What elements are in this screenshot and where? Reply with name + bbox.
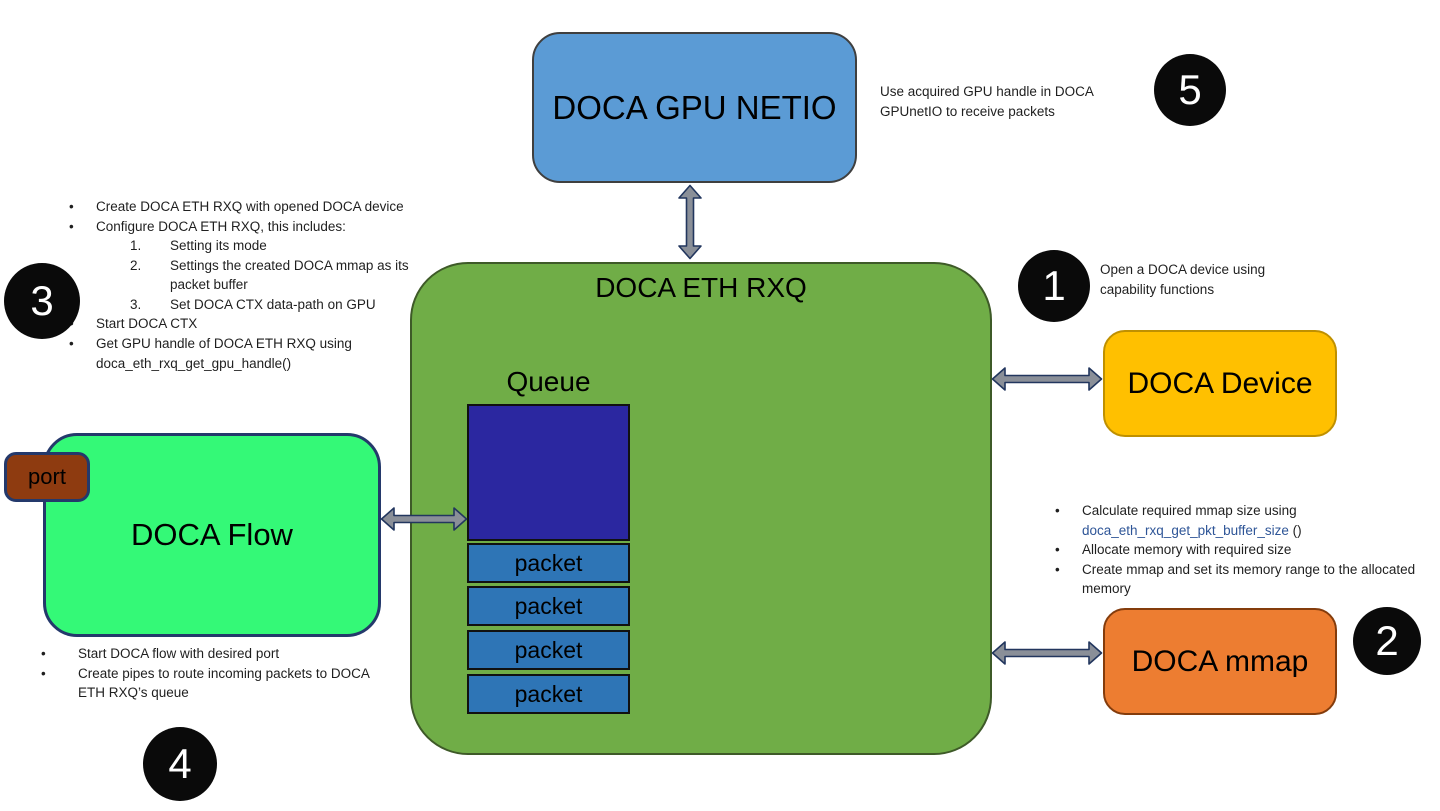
step3-badge-number: 3 [30,277,54,324]
list-item: • Create pipes to route incoming packets… [34,664,384,703]
step4-notes: • Start DOCA flow with desired port • Cr… [34,644,384,703]
doca-device-box: DOCA Device [1103,330,1337,437]
packet-row: packet [467,586,630,626]
rxq-device-double-arrow-icon [991,366,1103,392]
netio-rxq-double-arrow-icon [676,184,704,260]
step2-badge: 2 [1353,607,1421,675]
list-item: • Configure DOCA ETH RXQ, this includes: [62,217,434,237]
bullet-marker: • [69,199,74,214]
list-item: • Create DOCA ETH RXQ with opened DOCA d… [62,197,434,217]
step2-badge-number: 2 [1375,617,1399,664]
api-function-name: doca_eth_rxq_get_pkt_buffer_size [1082,522,1289,538]
bullet-marker: • [69,335,74,351]
bullet-marker: • [41,665,46,681]
step4-badge: 4 [143,727,217,801]
step3-badge: 3 [4,263,80,339]
bullet-marker: • [69,218,74,234]
step2-notes: • Calculate required mmap size using doc… [1048,501,1430,599]
gpu-netio-label: DOCA GPU NETIO [552,88,837,126]
packet-row: packet [467,543,630,583]
step1-badge-number: 1 [1042,262,1066,309]
rxq-mmap-double-arrow-icon [991,640,1103,666]
bullet-marker: • [41,646,46,661]
doca-mmap-label: DOCA mmap [1131,644,1309,678]
port-tag: port [4,452,90,502]
packet-row: packet [467,630,630,670]
bullet-marker: • [1055,503,1060,518]
step5-badge-number: 5 [1178,66,1202,113]
doca-flow-box: DOCA Flow [43,433,381,637]
bullet-marker: • [1055,561,1060,577]
list-item: • Allocate memory with required size [1048,540,1430,560]
number-marker: 1. [130,238,142,254]
list-item: • Create mmap and set its memory range t… [1048,560,1430,599]
step5-badge: 5 [1154,54,1226,126]
queue-buffer-block [467,404,630,541]
list-subitem: 1. Setting its mode [62,236,434,256]
list-item: • Start DOCA flow with desired port [34,644,384,664]
step5-note: Use acquired GPU handle in DOCA GPUnetIO… [880,84,1094,119]
port-label: port [28,464,66,489]
number-marker: 2. [130,257,142,273]
step1-badge: 1 [1018,250,1090,322]
list-item: • Start DOCA CTX [62,314,434,334]
step1-note: Open a DOCA device using capability func… [1100,262,1266,297]
bullet-marker: • [1055,542,1060,558]
doca-flow-label: DOCA Flow [131,517,293,552]
doca-mmap-box: DOCA mmap [1103,608,1337,715]
list-item: • Calculate required mmap size using doc… [1048,501,1430,540]
list-subitem: 3. Set DOCA CTX data-path on GPU [62,295,434,315]
doca-device-label: DOCA Device [1127,366,1313,400]
eth-rxq-label: DOCA ETH RXQ [595,272,807,303]
gpu-netio-box: DOCA GPU NETIO [532,32,857,183]
step4-badge-number: 4 [168,740,192,787]
queue-label: Queue [506,366,591,397]
list-subitem: 2. Settings the created DOCA mmap as its… [62,256,434,295]
step3-notes: • Create DOCA ETH RXQ with opened DOCA d… [62,197,434,373]
list-item: • Get GPU handle of DOCA ETH RXQ using d… [62,334,434,373]
flow-queue-double-arrow-icon [380,506,468,532]
number-marker: 3. [130,296,142,312]
packet-row: packet [467,674,630,714]
